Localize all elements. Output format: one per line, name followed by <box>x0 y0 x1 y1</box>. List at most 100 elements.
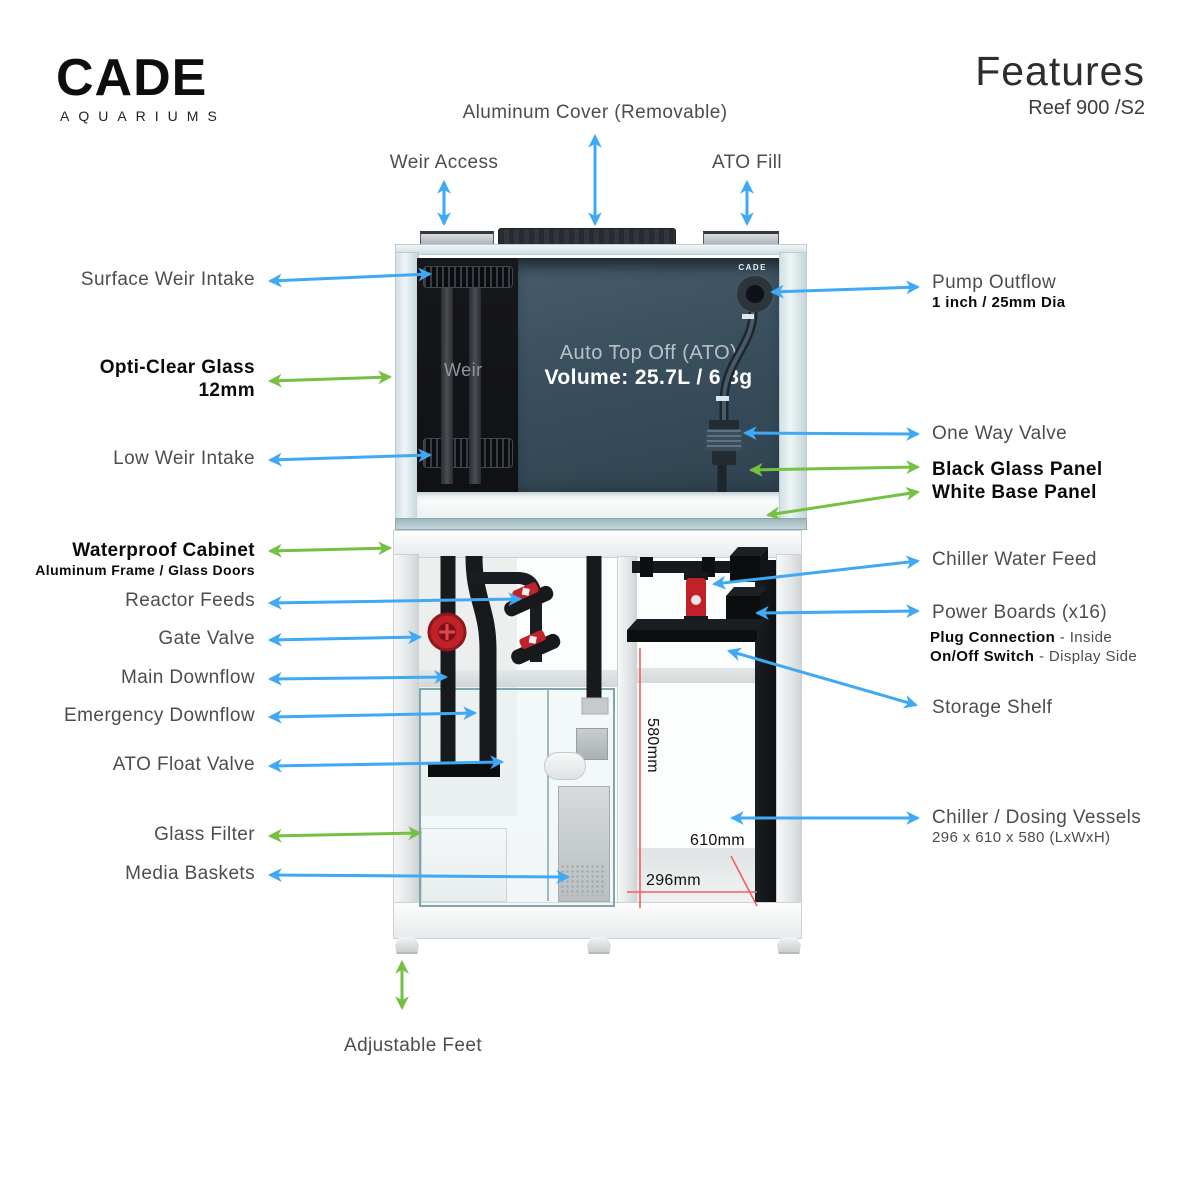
arrow-white-base-panel <box>765 486 921 521</box>
cabinet-mid-rail-right <box>635 668 757 683</box>
label-onoff-switch-rest: - Display Side <box>1034 648 1138 665</box>
label-plug-connection: Plug Connection - Inside <box>930 628 1137 647</box>
label-waterproof-cabinet-line2: Aluminum Frame / Glass Doors <box>35 562 255 578</box>
label-gate-valve: Gate Valve <box>158 628 255 649</box>
pump-outflow-bore <box>746 285 764 303</box>
label-opti-clear-glass: Opti-Clear Glass 12mm <box>100 356 255 402</box>
arrow-ato-float-valve <box>267 755 505 773</box>
label-power-boards: Power Boards (x16) <box>932 602 1108 623</box>
label-pump-outflow-line1: Pump Outflow <box>932 272 1057 293</box>
arrow-surface-weir-intake <box>267 267 433 288</box>
ato-tube-inner <box>722 311 755 420</box>
label-opti-clear-glass-line1: Opti-Clear Glass <box>99 357 255 378</box>
cabinet-floor-right <box>635 848 777 906</box>
arrow-black-glass-panel <box>748 460 921 477</box>
dim-depth: 610mm <box>690 832 745 849</box>
arrow-main-downflow <box>267 670 449 686</box>
arrow-glass-filter <box>267 826 423 843</box>
weir-box: Weir <box>417 258 520 492</box>
label-plug-connection-bold: Plug Connection <box>930 629 1056 646</box>
sump-divider-glass <box>547 690 549 901</box>
label-onoff-switch: On/Off Switch - Display Side <box>930 647 1137 666</box>
page-subtitle: Reef 900 /S2 <box>1028 97 1145 119</box>
label-reactor-feeds: Reactor Feeds <box>125 590 255 611</box>
label-pump-outflow: Pump Outflow 1 inch / 25mm Dia <box>932 272 1066 311</box>
arrow-low-weir-intake <box>267 448 433 467</box>
label-emergency-downflow: Emergency Downflow <box>64 705 255 726</box>
label-onoff-switch-bold: On/Off Switch <box>930 648 1035 665</box>
label-ato-float-valve: ATO Float Valve <box>112 754 255 775</box>
arrow-reactor-feeds <box>267 592 523 610</box>
ato-pipe-fitting <box>581 697 609 715</box>
ato-volume: Volume: 25.7L / 6.8g <box>544 366 753 389</box>
label-media-baskets: Media Baskets <box>125 863 255 884</box>
arrow-opti-clear-glass <box>267 370 393 388</box>
label-chiller-dosing: Chiller / Dosing Vessels 296 x 610 x 580… <box>932 807 1141 846</box>
arrow-one-way-valve <box>742 426 921 441</box>
label-opti-clear-glass-line2: 12mm <box>198 380 255 401</box>
one-way-valve-bottom <box>712 451 736 465</box>
cabinet-mid-rail-left <box>417 670 617 687</box>
label-black-glass-panel: Black Glass Panel <box>932 459 1103 480</box>
glass-filter-plate <box>421 828 507 902</box>
ato-title: Auto Top Off (ATO) <box>559 342 738 364</box>
label-chiller-dosing-line2: 296 x 610 x 580 (LxWxH) <box>932 829 1111 846</box>
dim-width: 296mm <box>646 872 701 889</box>
gate-valve-spokes <box>439 624 455 640</box>
label-low-weir-intake: Low Weir Intake <box>113 448 255 469</box>
label-chiller-water-feed: Chiller Water Feed <box>932 549 1097 570</box>
adjustable-foot-middle <box>587 937 611 954</box>
white-base-panel <box>417 492 779 518</box>
dim-height: 580mm <box>644 718 661 773</box>
label-one-way-valve: One Way Valve <box>932 423 1068 444</box>
weir-pipe-2 <box>469 288 481 484</box>
weir-label: Weir <box>444 360 483 380</box>
tank-bottom-glass <box>395 518 807 530</box>
float-valve-bracket <box>576 728 608 760</box>
pipe-fitting-1 <box>640 557 653 577</box>
weir-pipe-1 <box>441 288 453 484</box>
label-waterproof-cabinet-line1: Waterproof Cabinet <box>72 540 255 561</box>
adjustable-foot-right <box>777 937 801 954</box>
one-way-valve-ribs <box>707 430 741 447</box>
tank-top-rim <box>395 244 807 255</box>
cabinet-bottom-rail <box>393 902 802 939</box>
arrow-media-baskets <box>267 868 571 884</box>
label-adjustable-feet: Adjustable Feet <box>344 1035 483 1056</box>
chiller-valve-flange-top <box>684 572 708 580</box>
one-way-valve-top <box>709 420 739 429</box>
chiller-valve-dot <box>691 595 701 605</box>
dimension-line-depth <box>730 855 758 907</box>
page-title: Features <box>975 48 1145 94</box>
tube-union-upper <box>742 314 754 319</box>
label-surface-weir-intake: Surface Weir Intake <box>80 269 255 290</box>
low-weir-grille <box>423 438 513 468</box>
arrow-power-boards <box>754 604 921 620</box>
label-pump-outflow-line2: 1 inch / 25mm Dia <box>932 294 1066 311</box>
label-ato-fill: ATO Fill <box>711 152 783 173</box>
arrow-pump-outflow <box>769 280 921 299</box>
label-glass-filter: Glass Filter <box>154 824 255 845</box>
storage-shelf-slab <box>627 619 767 642</box>
label-weir-access: Weir Access <box>389 152 499 173</box>
label-main-downflow: Main Downflow <box>120 667 255 688</box>
cabinet-post-left <box>393 554 419 908</box>
arrow-chiller-water-feed <box>711 555 921 590</box>
arrow-emergency-downflow <box>267 706 478 724</box>
reactor-valve-2 <box>511 630 561 665</box>
label-storage-shelf: Storage Shelf <box>932 697 1053 718</box>
label-chiller-dosing-line1: Chiller / Dosing Vessels <box>932 807 1142 828</box>
arrow-waterproof-cabinet <box>267 541 393 558</box>
tube-union-lower <box>716 396 729 401</box>
brand-logo: CADE <box>56 49 208 107</box>
label-aluminum-cover: Aluminum Cover (Removable) <box>462 102 728 123</box>
adjustable-foot-left <box>395 937 419 954</box>
tank-brand-mark: CADE <box>738 263 767 272</box>
label-power-boards-details: Plug Connection - Inside On/Off Switch -… <box>930 628 1137 666</box>
brand-tagline: AQUARIUMS <box>60 108 226 124</box>
arrow-storage-shelf <box>727 647 918 709</box>
ato-float <box>544 752 586 780</box>
label-waterproof-cabinet: Waterproof Cabinet Aluminum Frame / Glas… <box>35 540 255 578</box>
